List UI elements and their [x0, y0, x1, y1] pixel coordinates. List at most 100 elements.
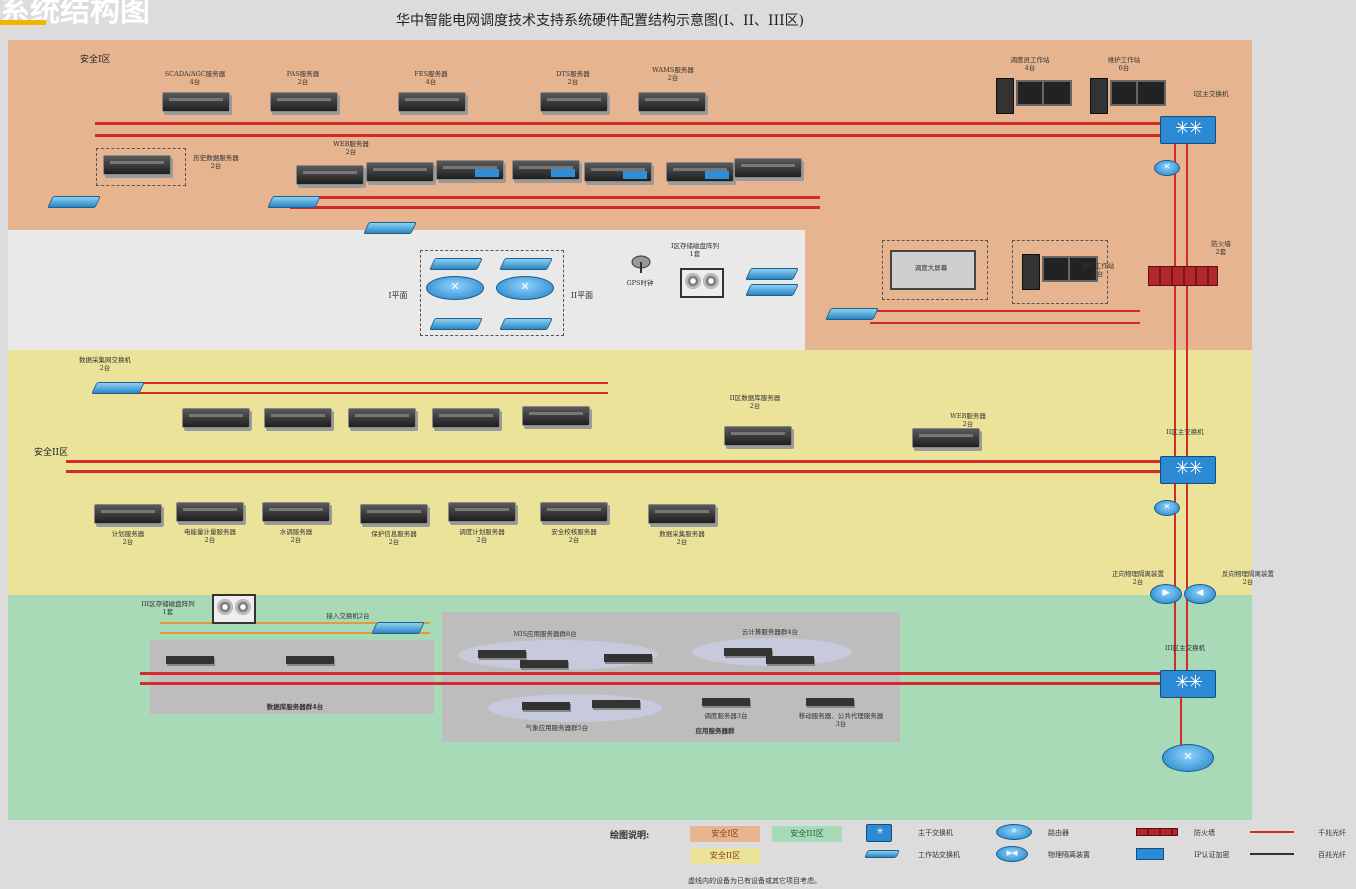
- isolation-forward-icon: ▶: [1150, 584, 1182, 604]
- storage-array-zone1-icon: [680, 268, 724, 298]
- zone2-bus-1: [66, 460, 1172, 463]
- diagram-title: 华中智能电网调度技术支持系统硬件配置结构示意图(I、II、III区): [396, 13, 805, 29]
- label-sw1: 调度员工作站 4台: [1010, 56, 1050, 72]
- zone3-bus-1: [140, 672, 1174, 675]
- mis-server-1: [478, 650, 526, 658]
- label-core1: I区主交换机: [1193, 90, 1229, 98]
- large-screen-group: [882, 240, 988, 300]
- label-zone2-data: II区数据库服务器 2台: [729, 394, 781, 410]
- server-row2-2: [366, 162, 434, 182]
- db-cluster-area: [150, 640, 434, 714]
- dispatch-server-1: [702, 698, 750, 706]
- legend-zone2: 安全II区: [690, 848, 760, 864]
- label-wams: WAMS服务器 2台: [652, 66, 694, 82]
- zone2-server-s6: [540, 502, 608, 522]
- maint-group: [1012, 240, 1108, 304]
- legend-firewall: 防火墙: [1194, 829, 1215, 837]
- legend-title: 绘图说明:: [610, 831, 650, 841]
- gps-satellite-icon: [631, 255, 651, 273]
- label-cloud: 云计算服务器群4台: [741, 628, 799, 636]
- label-s2: 电能量计量服务器 2台: [184, 528, 236, 544]
- label-s4: 保护信息服务器 2台: [371, 530, 417, 546]
- plane1-router-icon: ✕: [426, 276, 484, 300]
- zone2-server-s3: [262, 502, 330, 522]
- label-firewall: 防火墙 2套: [1211, 240, 1231, 256]
- maintenance-workstation-icon: [1090, 78, 1166, 114]
- plane2-router-icon: ✕: [496, 276, 554, 300]
- zone1-bus-4: [290, 206, 820, 209]
- legend-zone1: 安全I区: [690, 826, 760, 842]
- label-app-center: 应用服务器群: [695, 727, 735, 735]
- server-row2-7: [734, 158, 802, 178]
- cloud-server-1: [724, 648, 772, 656]
- large-screen: [890, 250, 976, 290]
- mis-server-2: [520, 660, 568, 668]
- label-mis-cluster: MIS应用服务器群8台: [513, 630, 577, 638]
- legend-line-copper: 百兆光纤: [1318, 851, 1346, 859]
- plane2-switch-bottom: [499, 318, 553, 330]
- zone2-router-icon: ✕: [1154, 500, 1180, 516]
- label-s6: 安全校核服务器 2台: [551, 528, 597, 544]
- label-hist: 历史数据服务器 2台: [193, 154, 239, 170]
- zone3-orange-bus-1: [160, 622, 430, 624]
- isolation-reverse-icon: ◀: [1184, 584, 1216, 604]
- mobile-server-1: [806, 698, 854, 706]
- zone3-trunk-down: [1180, 696, 1182, 746]
- weather-server-1: [522, 702, 570, 710]
- zone1-switch-c: [363, 222, 417, 234]
- zone2-upper-bus-1: [120, 382, 608, 384]
- plane1-switch-top: [429, 258, 483, 270]
- label-zone3-switch: III区主交换机: [1164, 644, 1206, 652]
- zone-2-label: 安全II区: [34, 448, 69, 458]
- label-weather: 气象应用服务器群5台: [525, 724, 589, 732]
- zone2-server-web: [912, 428, 980, 448]
- legend-isolation: 物理隔离装置: [1048, 851, 1090, 859]
- server-hist: [103, 155, 171, 175]
- zone3-router-icon: ✕: [1162, 744, 1214, 772]
- zone3-access-switch-icon: [371, 622, 425, 634]
- legend-encrypt: IP认证加密: [1194, 851, 1230, 859]
- right-trunk-2: [1186, 122, 1188, 682]
- weather-cluster-ellipse: [488, 694, 662, 722]
- storage-array-zone3-icon: [212, 594, 256, 624]
- maint-workstation-icon: [1022, 254, 1098, 290]
- zone-1-lowerleft: [8, 230, 805, 350]
- label-s1: 计划服务器 2台: [111, 530, 145, 546]
- zone1-bus-3: [290, 196, 820, 199]
- server-wams: [638, 92, 706, 112]
- zone1-switch-b: [267, 196, 321, 208]
- plane2-switch-top: [499, 258, 553, 270]
- legend-access-switch-icon: [864, 850, 900, 858]
- zone1-switch-d: [745, 268, 799, 280]
- plane-group: [420, 250, 564, 336]
- cloud-server-2: [766, 656, 814, 664]
- dispatcher-workstation-icon: [996, 78, 1072, 114]
- zone1-core-switch-icon: ✳✳: [1160, 116, 1216, 144]
- zone2-bus-2: [66, 470, 1172, 473]
- weather-server-2: [592, 700, 640, 708]
- label-sw-srv: 调度服务器3台: [704, 712, 748, 720]
- label-s5: 调度计划服务器 2台: [459, 528, 505, 544]
- label-s3: 水调服务器 2台: [279, 528, 313, 544]
- zone1-router-icon: ✕: [1154, 160, 1180, 176]
- zone2-server-s4: [360, 504, 428, 524]
- label-isolation1: 正向物理隔离装置 2台: [1112, 570, 1164, 586]
- label-gps: GPS时钟: [626, 279, 654, 287]
- server-row2-1: [296, 165, 364, 185]
- existing-group-1: [96, 148, 186, 186]
- label-sw2: 维护工作站 6台: [1107, 56, 1141, 72]
- legend-firewall-icon: [1136, 828, 1178, 836]
- label-pas: PAS服务器 2台: [286, 70, 320, 86]
- firewall-icon: [1148, 266, 1218, 286]
- plane1-switch-bottom: [429, 318, 483, 330]
- zone2-core-switch-icon: ✳✳: [1160, 456, 1216, 484]
- zone2-server-u1: [182, 408, 250, 428]
- legend-zone3: 安全III区: [772, 826, 842, 842]
- zone-1-label: 安全I区: [80, 55, 111, 65]
- label-storage1: I区存储磁盘阵列 1套: [670, 242, 720, 258]
- label-maint: 维护工作站 2台: [1081, 262, 1115, 278]
- label-fes: FES服务器 4台: [414, 70, 448, 86]
- zone3-db-server-2: [286, 656, 334, 664]
- server-pas: [270, 92, 338, 112]
- label-large-screen: 调度大屏幕: [914, 264, 948, 272]
